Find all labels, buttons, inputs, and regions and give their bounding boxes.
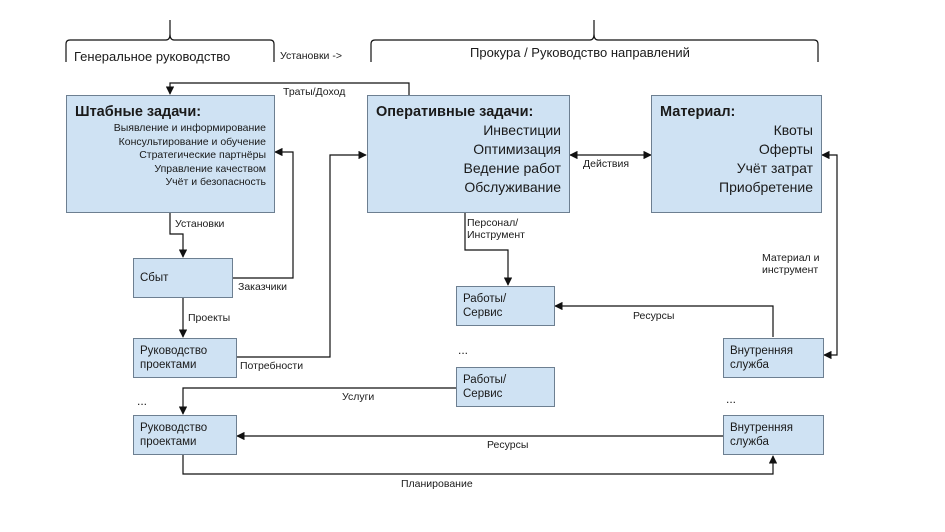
needs-label: Потребности xyxy=(240,360,304,372)
material-tools-label: Материал и инструмент xyxy=(762,252,820,276)
sales-box: Сбыт xyxy=(133,258,233,298)
material-tools-connector xyxy=(821,150,838,360)
staff-tasks-box: Штабные задачи: Выявление и информирован… xyxy=(66,95,275,213)
services-connector xyxy=(178,387,456,415)
ellipsis-middle: ... xyxy=(458,343,469,357)
actions-label: Действия xyxy=(583,158,630,170)
operative-task-item: Инвестиции xyxy=(483,122,561,138)
ellipsis-right: ... xyxy=(726,392,737,406)
internal-service-box-2: Внутренняя служба xyxy=(723,415,824,455)
personnel-connector xyxy=(464,213,513,286)
works-service-box-1: Работы/ Сервис xyxy=(456,286,555,326)
operative-task-item: Ведение работ xyxy=(463,160,561,176)
costs-income-connector xyxy=(165,82,410,95)
costs-income-label: Траты/Доход xyxy=(283,86,346,98)
staff-task-item: Учёт и безопасность xyxy=(165,176,266,188)
header-procura: Прокура / Руководство направлений xyxy=(470,45,690,60)
material-item: Приобретение xyxy=(719,179,813,195)
internal-service-box-1: Внутренняя служба xyxy=(723,338,824,378)
settings-label: Установки xyxy=(175,218,225,230)
resources-label-2: Ресурсы xyxy=(487,439,529,451)
material-item: Квоты xyxy=(773,122,813,138)
operative-tasks-box: Оперативные задачи: Инвестиции Оптимизац… xyxy=(367,95,570,213)
planning-label: Планирование xyxy=(401,478,473,490)
planning-connector xyxy=(182,455,778,475)
internal-service-label: Внутренняя служба xyxy=(730,422,793,448)
staff-tasks-title: Штабные задачи: xyxy=(75,104,202,120)
settings-arrow-label: Установки -> xyxy=(280,50,342,62)
operative-task-item: Оптимизация xyxy=(473,141,561,157)
staff-task-item: Управление качеством xyxy=(154,162,266,175)
material-title: Материал: xyxy=(660,104,736,120)
staff-task-item: Выявление и информирование xyxy=(113,122,266,134)
project-management-label: Руководство проектами xyxy=(140,422,208,448)
material-item: Оферты xyxy=(758,141,813,157)
staff-task-item: Стратегические партнёры xyxy=(139,149,266,161)
services-label: Услуги xyxy=(342,391,375,403)
sales-label: Сбыт xyxy=(140,272,169,284)
ellipsis-left: ... xyxy=(137,394,148,408)
customers-connector xyxy=(233,147,294,279)
staff-task-item: Консультирование и обучение xyxy=(118,135,266,148)
project-management-label: Руководство проектами xyxy=(140,345,208,371)
personnel-label: Персонал/ Инструмент xyxy=(467,217,525,241)
settings-connector xyxy=(169,213,188,258)
works-service-label: Работы/ Сервис xyxy=(463,374,507,400)
needs-connector xyxy=(237,150,367,358)
project-management-box-1: Руководство проектами xyxy=(133,338,237,378)
operative-tasks-title: Оперативные задачи: xyxy=(376,104,534,120)
operative-task-item: Обслуживание xyxy=(464,179,561,195)
resources1-connector xyxy=(554,301,774,337)
right-header-brace xyxy=(370,20,819,62)
projects-label: Проекты xyxy=(188,312,231,324)
works-service-label: Работы/ Сервис xyxy=(463,293,507,319)
header-general-management: Генеральное руководство xyxy=(74,49,231,64)
resources-label-1: Ресурсы xyxy=(633,310,675,322)
material-item: Учёт затрат xyxy=(736,160,813,176)
customers-label: Заказчики xyxy=(238,281,287,293)
left-header-brace xyxy=(65,20,275,62)
material-box: Материал: Квоты Оферты Учёт затрат Приоб… xyxy=(651,95,822,213)
project-management-box-2: Руководство проектами xyxy=(133,415,237,455)
internal-service-label: Внутренняя служба xyxy=(730,345,793,371)
works-service-box-2: Работы/ Сервис xyxy=(456,367,555,407)
